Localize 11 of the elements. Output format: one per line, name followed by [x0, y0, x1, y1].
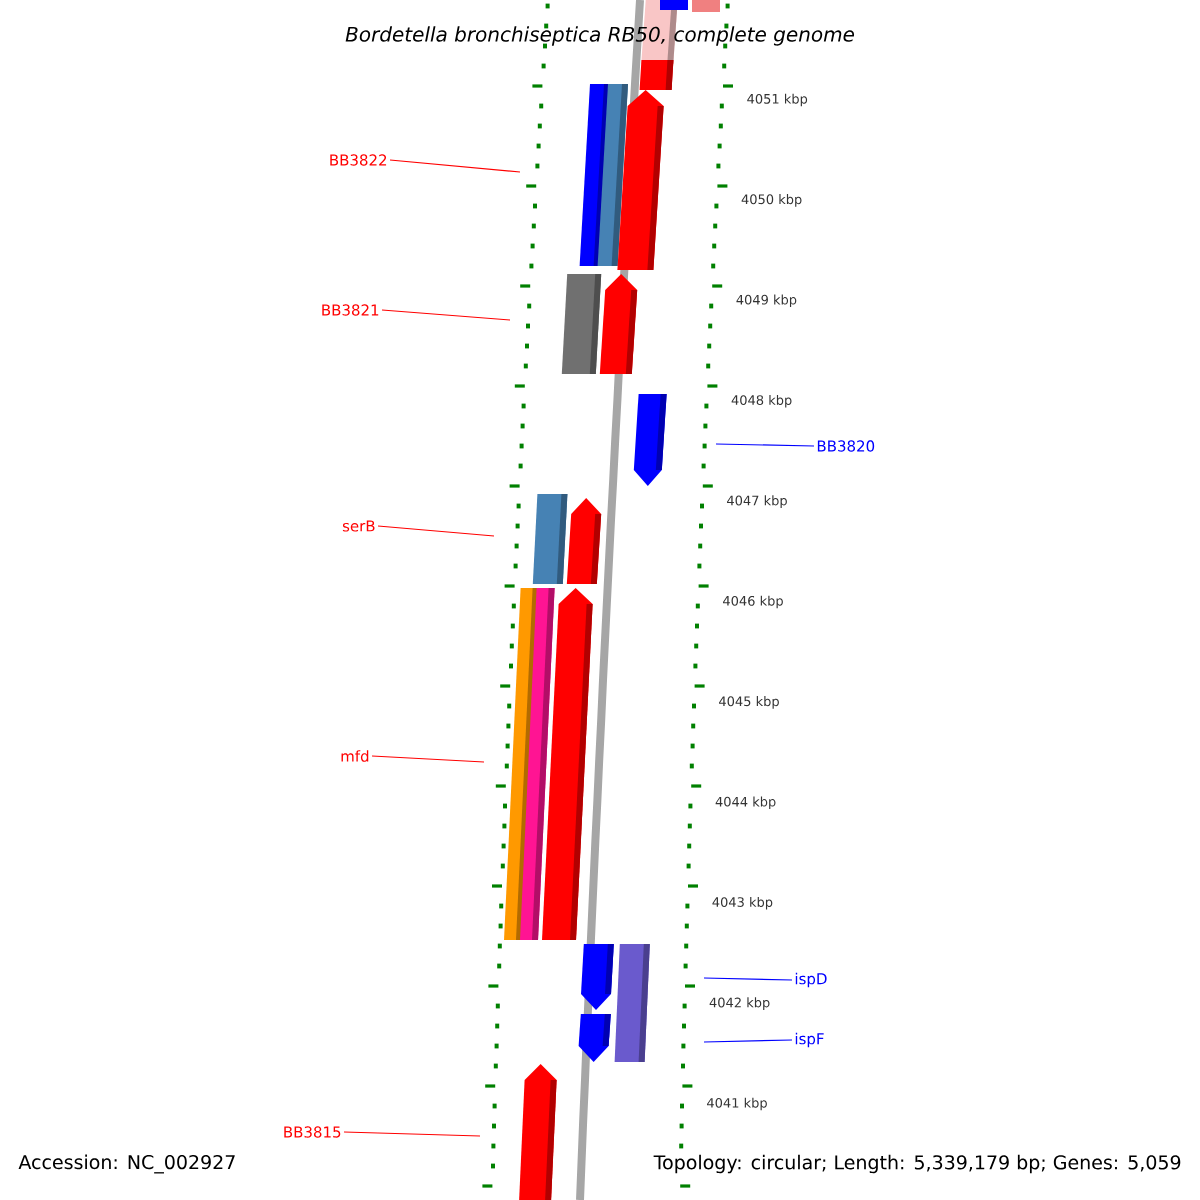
leader-line [703, 977, 793, 981]
leader-line [371, 755, 485, 763]
leader-line [715, 443, 815, 447]
leader-line [377, 525, 495, 537]
title: Bordetella bronchiseptica RB50, complete genome [345, 26, 855, 46]
summary-text: Topology: circular; Length: 5,339,179 bp; Genes: 5,059 [651, 1152, 1184, 1176]
leader-line [389, 159, 521, 173]
leader-line [703, 1039, 793, 1043]
leader-line [343, 1131, 481, 1137]
accession-text: Accession: NC_002927 [16, 1152, 239, 1176]
leader-line [381, 309, 511, 321]
